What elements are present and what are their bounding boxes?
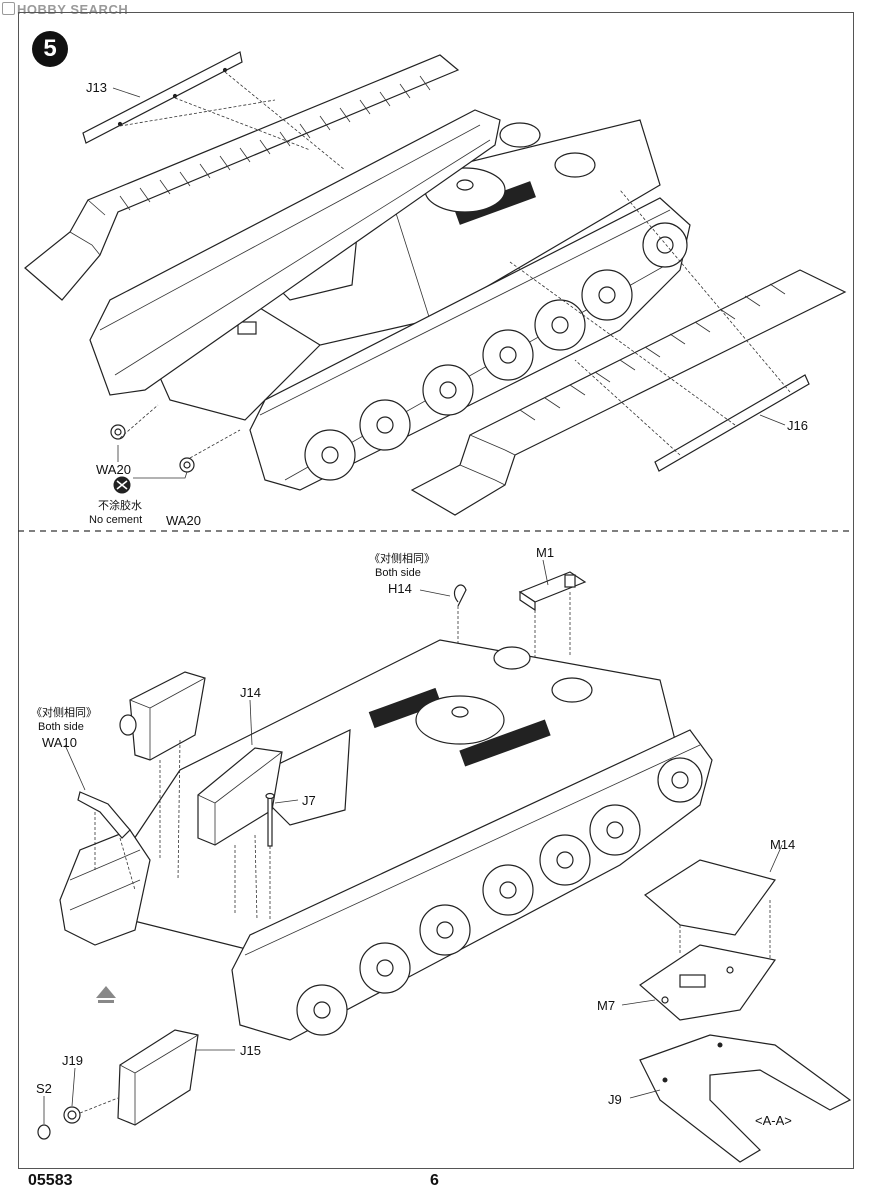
j16-strip	[509, 189, 810, 472]
front-direction-arrow-icon	[96, 986, 116, 1003]
step-number-badge: 5	[32, 31, 68, 67]
wa10-bracket	[64, 744, 136, 891]
label-m7: M7	[597, 998, 616, 1013]
no-cement-icon	[113, 476, 131, 494]
label-both-side-en-1: Both side	[375, 567, 421, 579]
m7-tray	[621, 944, 777, 1021]
j7-rod	[265, 792, 299, 920]
label-j9: J9	[608, 1092, 622, 1107]
label-no-cement-cn: 不涂胶水	[98, 500, 142, 512]
hobby-search-logo-icon	[2, 2, 15, 15]
upper-right-track	[249, 197, 691, 491]
label-j13: J13	[86, 80, 107, 95]
page-number: 6	[430, 1172, 439, 1189]
hull-lower	[119, 639, 681, 951]
label-m1: M1	[536, 545, 555, 560]
upper-left-track	[89, 109, 501, 396]
catalog-code: 05583	[28, 1172, 73, 1189]
label-s2: S2	[36, 1081, 52, 1096]
right-fender	[410, 269, 847, 516]
label-both-side-en-2: Both side	[38, 721, 84, 733]
label-both-side-cn-1: 《对侧相同》	[369, 553, 435, 565]
label-j7: J7	[302, 793, 316, 808]
j19-s2-parts	[37, 1067, 119, 1140]
label-wa20-a: WA20	[96, 462, 131, 477]
left-fender	[24, 54, 460, 301]
label-wa10: WA10	[42, 735, 77, 750]
lower-right-track	[231, 729, 713, 1041]
m1-part	[518, 559, 587, 665]
lower-left-track-end	[59, 829, 151, 946]
wa20-hooks	[110, 404, 241, 479]
j13-strip	[82, 51, 346, 171]
label-both-side-cn-2: 《对侧相同》	[31, 707, 97, 719]
label-j16: J16	[787, 418, 808, 433]
label-m14: M14	[770, 837, 796, 852]
label-no-cement-en: No cement	[89, 514, 143, 526]
label-j15: J15	[240, 1043, 261, 1058]
j15-box	[117, 1029, 235, 1126]
j9-plate	[629, 1034, 852, 1163]
label-section-a-a: <A-A>	[755, 1113, 792, 1128]
label-wa20-b: WA20	[166, 513, 201, 528]
rear-box-upper	[119, 671, 206, 881]
label-j14: J14	[240, 685, 261, 700]
page-frame	[18, 12, 854, 1169]
m14-plate	[643, 844, 783, 960]
label-j19: J19	[62, 1053, 83, 1068]
label-h14: H14	[388, 581, 412, 596]
watermark: HOBBY SEARCH	[2, 2, 128, 17]
